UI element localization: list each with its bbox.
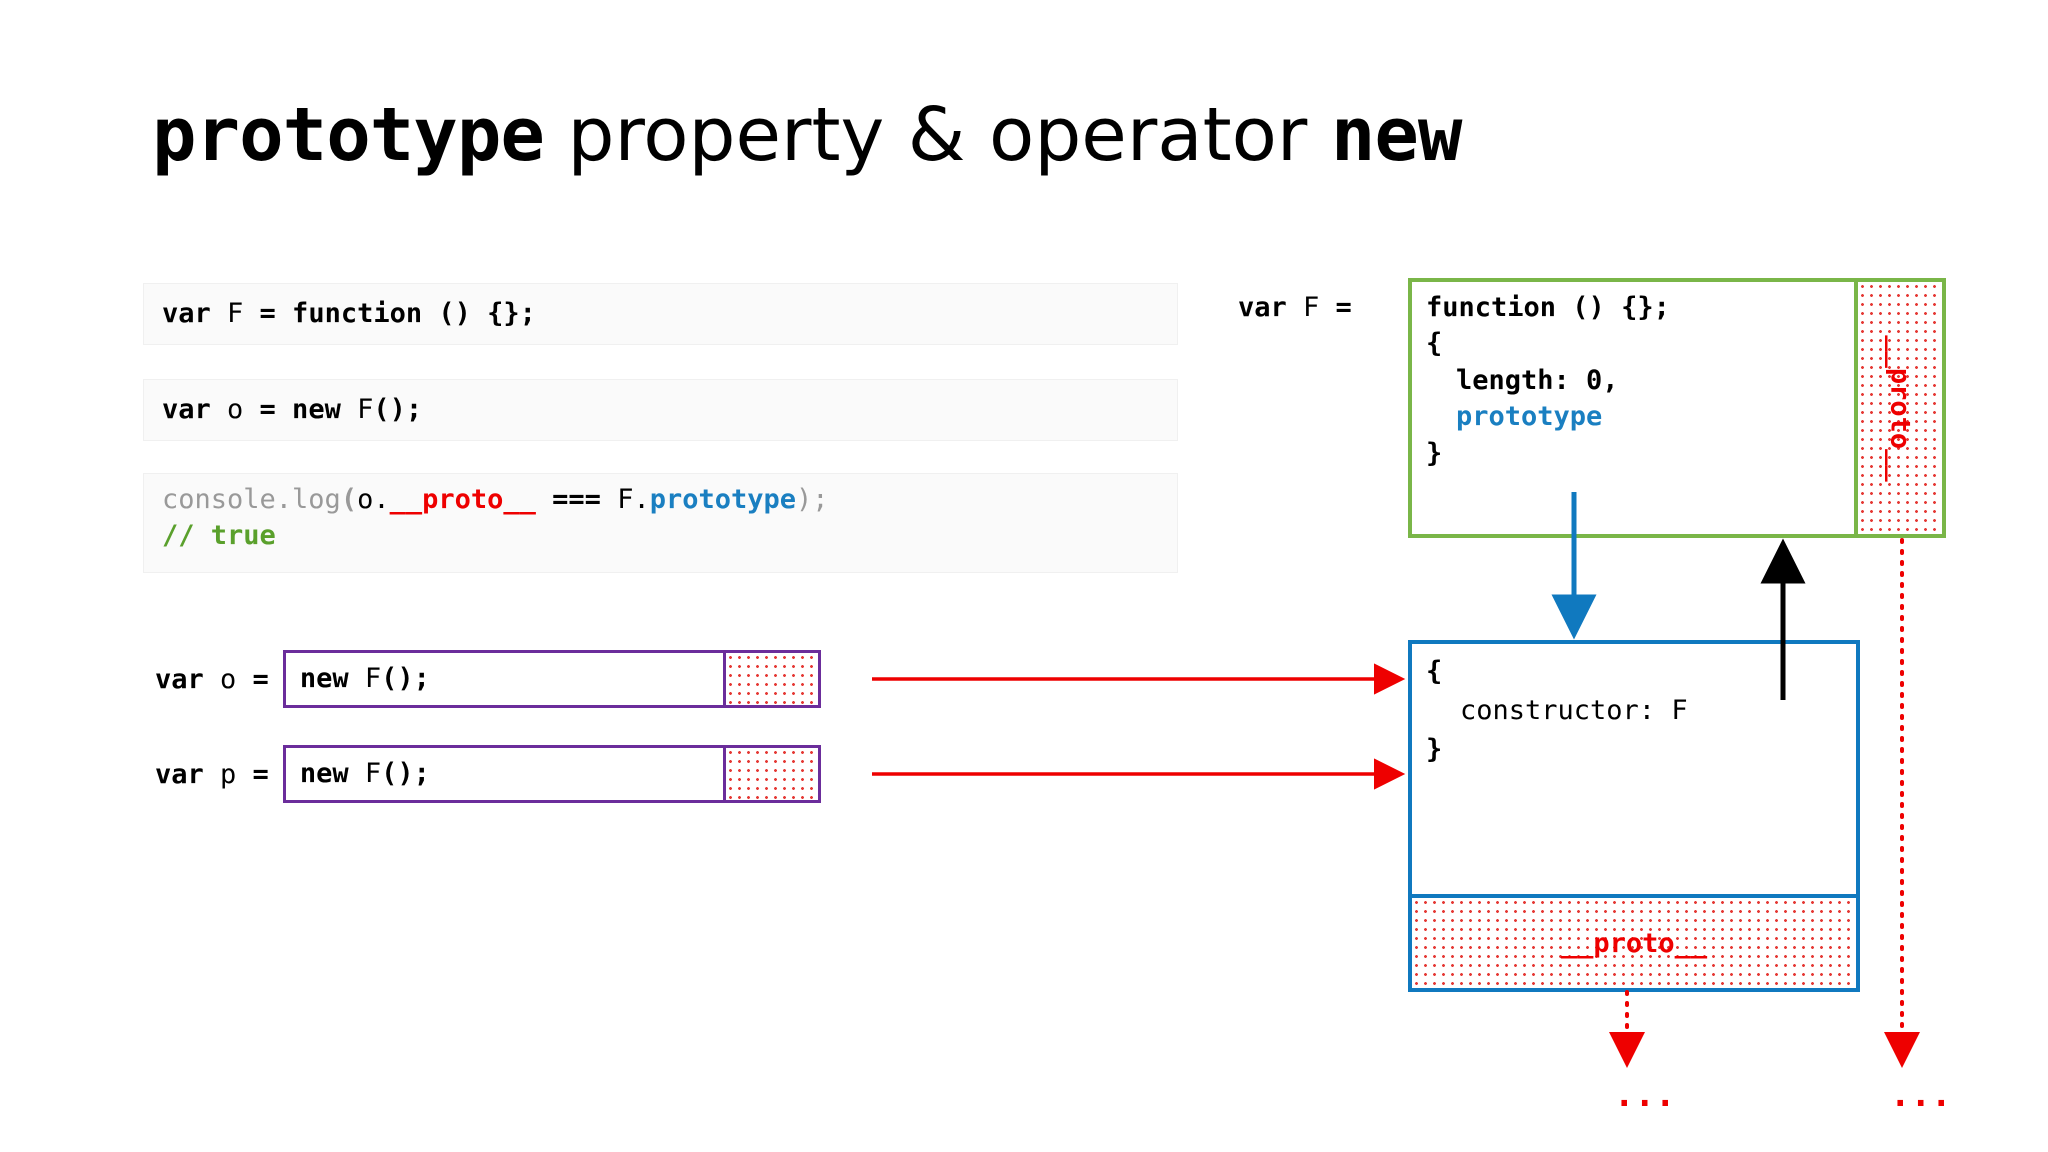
code-token: (); (373, 393, 423, 425)
function-proto-label: __proto__ (1884, 334, 1916, 482)
pointer-cell-o (725, 653, 818, 705)
code-token: F (364, 662, 382, 694)
prototype-object-body: { constructor: F } (1412, 644, 1856, 892)
code-token: console.log (162, 484, 341, 515)
code-token: new (299, 662, 365, 694)
function-line-open-brace: { (1426, 328, 1443, 360)
title-part-property: property (543, 92, 908, 178)
prototype-object-box: { constructor: F } __proto__ (1408, 640, 1860, 992)
code-line: var F = function () {}; (162, 296, 536, 332)
code-token: = (1335, 292, 1352, 323)
title-part-prototype: prototype (152, 92, 545, 178)
code-token: F (1303, 292, 1336, 323)
code-token: __proto__ (389, 484, 536, 515)
code-token: = new (259, 393, 358, 425)
code-token: = (252, 758, 269, 790)
function-line-signature: function () {}; (1426, 292, 1670, 323)
prototype-line-open-brace: { (1426, 656, 1443, 687)
variable-box-p[interactable]: new F(); (282, 745, 821, 803)
title-part-ampersand: & (907, 92, 966, 178)
code-token: F (364, 757, 382, 789)
code-panel-var-o: var o = new F(); (143, 379, 1178, 441)
code-token: var (162, 297, 228, 329)
title-part-new: new (1330, 92, 1463, 178)
function-line-length: length: 0, (1456, 364, 1619, 396)
code-line: console.log(o.__proto__ === F.prototype)… (162, 482, 829, 518)
code-token: var (1238, 292, 1304, 323)
variable-row-p: var p = new F(); (155, 745, 821, 803)
code-token: // true (162, 520, 276, 552)
page-title: prototype property & operator new (152, 98, 1462, 172)
prototype-line-close-brace: } (1426, 734, 1443, 766)
variable-row-o: var o = new F(); (155, 650, 821, 708)
variable-box-o[interactable]: new F(); (282, 650, 821, 708)
code-token: o (220, 663, 253, 695)
code-token: F (357, 393, 374, 425)
function-line-close-brace: } (1426, 437, 1443, 469)
code-token: new (299, 757, 365, 789)
function-line-prototype: prototype (1456, 401, 1603, 433)
code-token: F. (617, 484, 650, 515)
code-token: ( (340, 484, 358, 515)
function-proto-cell: __proto__ (1854, 282, 1942, 534)
variable-label-p: var p = (155, 759, 269, 790)
function-object-box: function () {}; { length: 0, prototype }… (1408, 278, 1946, 538)
pointer-cell-p (725, 748, 818, 800)
code-token: (); (381, 757, 430, 789)
code-line: var o = new F(); (162, 392, 422, 428)
variable-value-p: new F(); (286, 748, 726, 800)
code-token: o (227, 393, 260, 425)
prototype-line-constructor: constructor: F (1460, 695, 1688, 727)
ellipsis-left: ... (1614, 1075, 1676, 1115)
code-comment-line: // true (162, 518, 829, 554)
code-panel-console-log: console.log(o.__proto__ === F.prototype)… (143, 473, 1178, 573)
variable-value-o: new F(); (286, 653, 726, 705)
title-part-operator: operator (965, 92, 1331, 178)
code-token: === (535, 484, 618, 515)
code-panel-var-f: var F = function () {}; (143, 283, 1178, 345)
code-token: prototype (649, 484, 797, 515)
code-token: o. (357, 484, 390, 515)
code-token: var (155, 663, 221, 695)
code-token: = (252, 663, 269, 695)
code-token: p (220, 758, 253, 790)
code-token: var (162, 393, 228, 425)
code-token: F (227, 297, 260, 329)
variable-label-o: var o = (155, 664, 269, 695)
prototype-proto-label: __proto__ (1560, 927, 1708, 959)
code-token: var (155, 758, 221, 790)
code-token: (); (381, 662, 430, 694)
right-var-label: var F = (1238, 290, 1352, 326)
prototype-proto-cell: __proto__ (1412, 894, 1856, 988)
code-token: = function () {}; (259, 297, 536, 329)
code-token: ); (796, 484, 829, 515)
ellipsis-right: ... (1890, 1075, 1952, 1115)
function-object-body: function () {}; { length: 0, prototype } (1412, 282, 1854, 534)
